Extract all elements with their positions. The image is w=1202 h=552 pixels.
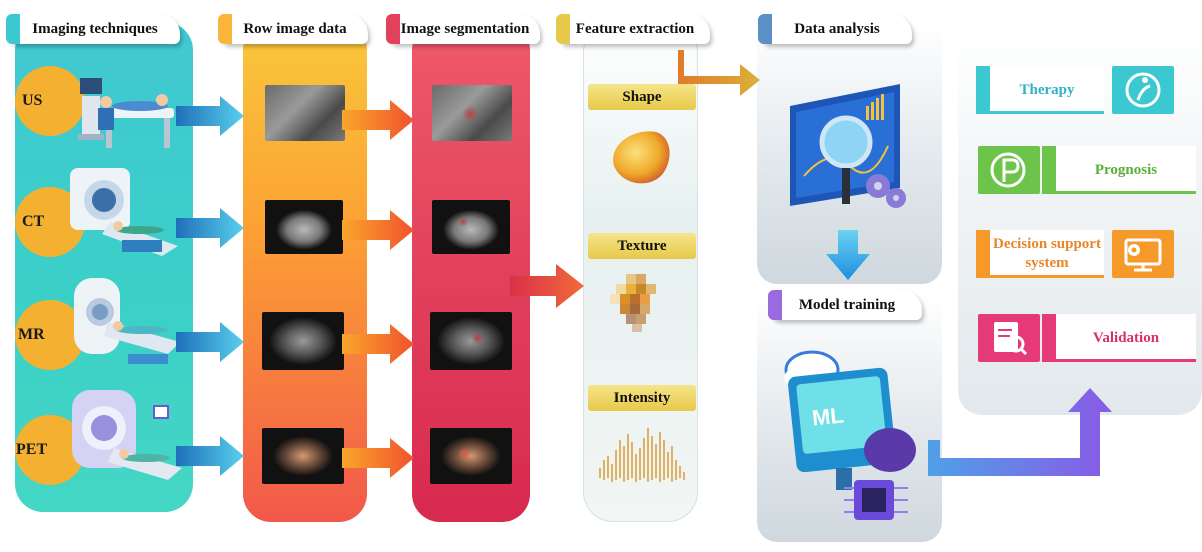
therapy-stripe [976, 66, 990, 114]
prognosis-icon-box [978, 146, 1040, 194]
features-header-text: Feature extraction [575, 21, 695, 37]
analysis-header-accent [758, 14, 772, 44]
segmentation-header-text: Image segmentation [400, 21, 530, 37]
segmentation-header: Image segmentation [390, 14, 540, 44]
raw-header-text: Row image data [243, 21, 347, 37]
raw-header-accent [218, 14, 232, 44]
raw-mr-scan [262, 312, 344, 370]
therapy-icon-box [1112, 66, 1174, 114]
modality-ct-label: CT [22, 213, 45, 230]
shape-blob-icon [613, 131, 670, 184]
features-header-accent [556, 14, 570, 44]
decision-label-line1: Decision support [993, 236, 1101, 252]
validation-stripe [1042, 314, 1056, 362]
imaging-header: Imaging techniques [10, 14, 180, 44]
analysis-header: Data analysis [762, 14, 912, 44]
imaging-header-accent [6, 14, 20, 44]
segmentation-header-accent [386, 14, 400, 44]
validation-label: Validation [1056, 314, 1196, 362]
raw-ct-scan [265, 200, 343, 254]
ml-text: ML [810, 402, 845, 431]
model-header-text: Model training [798, 297, 896, 313]
therapy-label: Therapy [990, 66, 1104, 114]
modality-mr-circle [15, 300, 85, 370]
brain-chip-icon [844, 428, 916, 520]
decision-label: Decision support system [990, 230, 1104, 278]
prognosis-icon [990, 152, 1026, 188]
seg-us-scan [432, 85, 512, 141]
modality-us-circle [15, 66, 85, 136]
checklist-magnifier-icon [994, 322, 1028, 356]
intensity-waveform-icon [599, 428, 685, 482]
ct-scanner-icon [70, 168, 178, 256]
ml-monitor-illustration [784, 350, 916, 520]
ultrasound-machine-icon [78, 78, 174, 148]
prognosis-label: Prognosis [1056, 146, 1196, 194]
therapy-person-icon [1125, 72, 1161, 108]
feature-texture-label: Texture [588, 233, 696, 259]
pet-scanner-icon [72, 390, 182, 480]
features-header: Feature extraction [560, 14, 710, 44]
texture-pixels-icon [610, 274, 656, 332]
model-header-accent [768, 290, 782, 320]
raw-header: Row image data [222, 14, 368, 44]
modality-us-label: US [22, 92, 43, 109]
arrow-us-to-raw [176, 96, 244, 136]
mri-scanner-icon [74, 278, 180, 364]
seg-ct-scan [432, 200, 510, 254]
feature-shape-label: Shape [588, 84, 696, 110]
raw-pet-scan [262, 428, 344, 484]
decision-icon-box [1112, 230, 1174, 278]
validation-icon-box [978, 314, 1040, 362]
arrow-pet-to-raw [176, 436, 244, 476]
raw-us-scan [265, 85, 345, 141]
prognosis-stripe [1042, 146, 1056, 194]
seg-mr-scan [430, 312, 512, 370]
imaging-header-text: Imaging techniques [32, 21, 158, 37]
arrow-ct-to-raw [176, 208, 244, 248]
modality-pet-label: PET [16, 441, 48, 458]
monitor-gear-icon [1124, 238, 1162, 272]
feature-intensity-label: Intensity [588, 385, 696, 411]
model-header: Model training [772, 290, 922, 320]
magnifier-dashboard-icon [790, 84, 906, 208]
seg-pet-scan [430, 428, 512, 484]
analysis-header-text: Data analysis [794, 21, 880, 37]
decision-label-line2: system [1025, 255, 1069, 271]
arrow-mr-to-raw [176, 322, 244, 362]
decision-stripe [976, 230, 990, 278]
modality-mr-label: MR [18, 326, 45, 343]
